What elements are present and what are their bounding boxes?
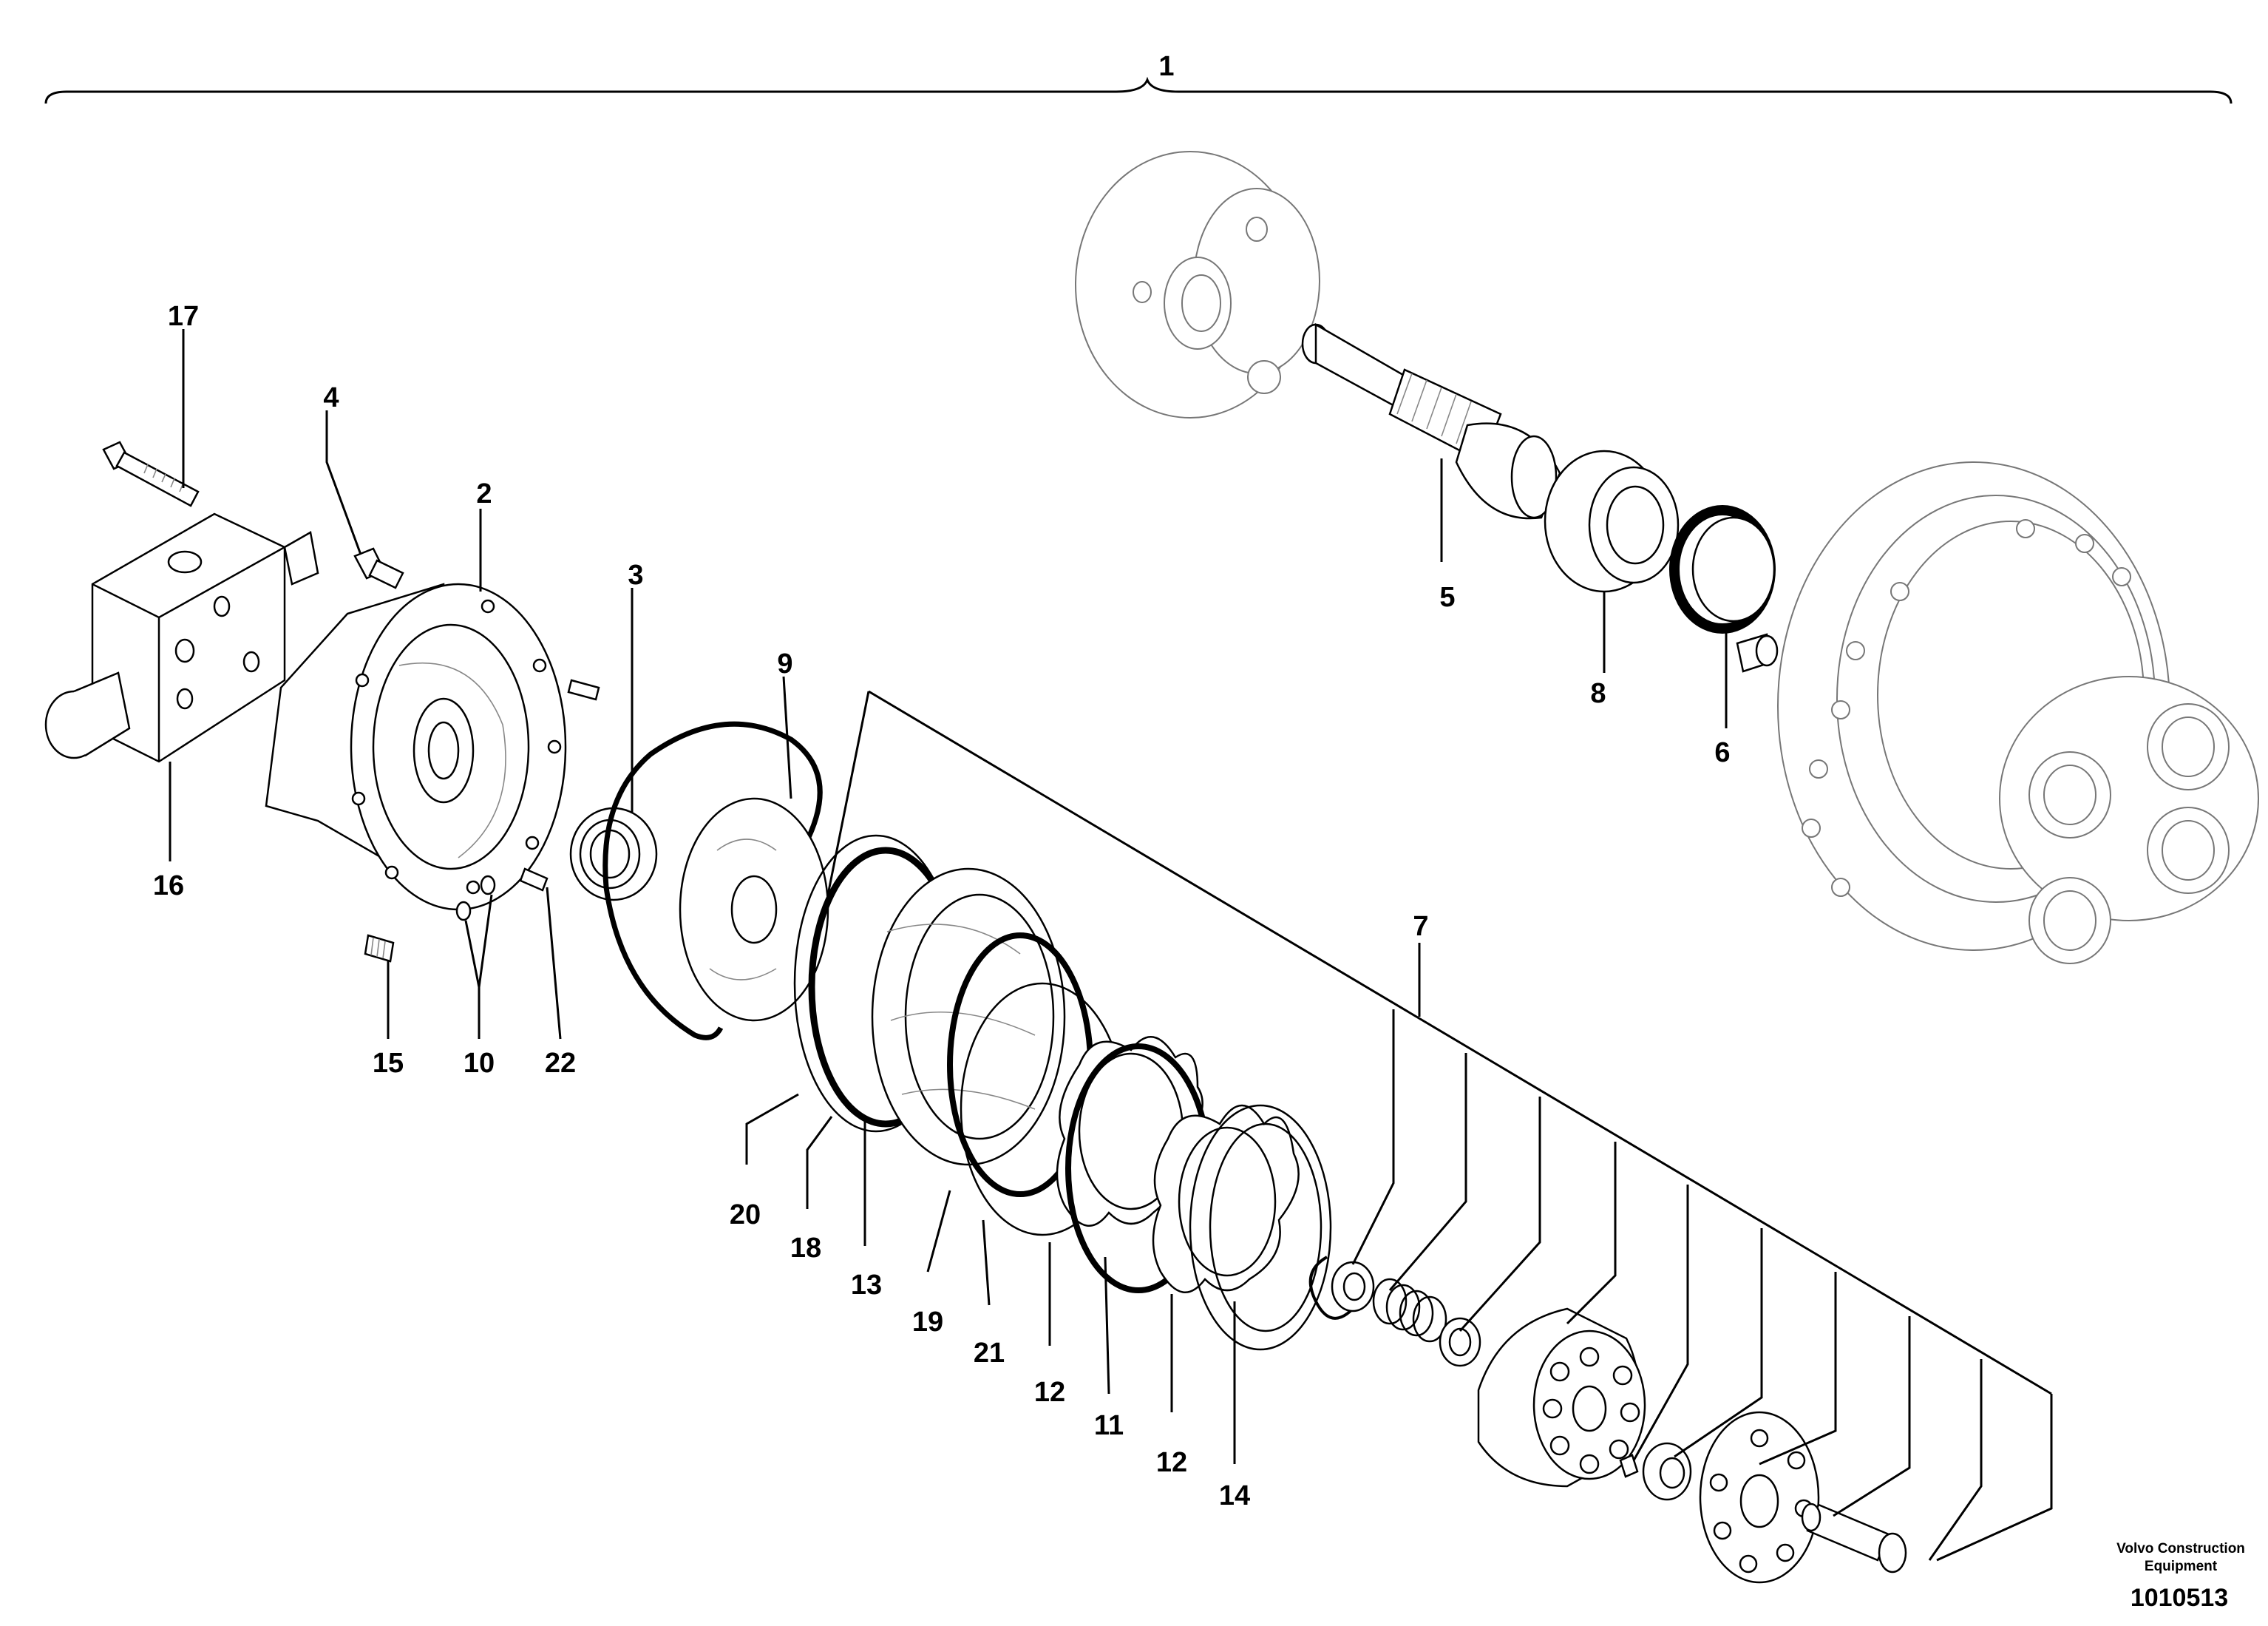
callout-15: 15 <box>373 1048 404 1079</box>
part-ring-9 <box>602 721 823 1040</box>
part-retainer-plate-7 <box>1699 1411 1820 1584</box>
callout-10: 10 <box>464 1048 495 1079</box>
callout-12b: 12 <box>1156 1447 1187 1478</box>
part-plug <box>1736 633 1779 673</box>
part-shaft-5 <box>1301 322 1561 520</box>
callout-19: 19 <box>912 1307 943 1338</box>
callout-14: 14 <box>1219 1480 1250 1511</box>
context-cover-plate <box>1075 151 1320 419</box>
callout-16: 16 <box>153 870 184 901</box>
part-bearing-3 <box>569 807 658 901</box>
callout-9: 9 <box>777 648 792 680</box>
part-spherical-bush-7 <box>1642 1442 1692 1501</box>
manufacturer-line2: Equipment <box>2145 1559 2218 1574</box>
part-cylinder-block-7 <box>1477 1307 1646 1488</box>
part-friction-plate-12b <box>1152 1104 1300 1293</box>
part-pins-22 <box>519 679 600 892</box>
part-plate-14 <box>1189 1104 1332 1351</box>
context-motor-housing <box>1777 461 2259 964</box>
part-brake-piston-13 <box>871 867 1066 1166</box>
part-orings-10 <box>455 875 496 921</box>
part-spring-7 <box>1372 1278 1447 1343</box>
callout-7: 7 <box>1413 911 1428 942</box>
part-housing-2 <box>265 583 567 911</box>
callout-13: 13 <box>851 1270 882 1301</box>
part-seal-6 <box>1669 505 1776 634</box>
callout-17: 17 <box>168 301 199 332</box>
part-bolt-4 <box>353 547 404 589</box>
part-spring-15 <box>364 934 395 963</box>
part-washer2-7 <box>1439 1317 1481 1367</box>
part-washer-7 <box>1331 1261 1375 1312</box>
manufacturer-line1: Volvo Construction <box>2116 1541 2245 1556</box>
callout-2: 2 <box>476 478 492 509</box>
part-bolt-17 <box>102 441 200 507</box>
part-snap-ring-7 <box>1308 1256 1354 1320</box>
callouts: 1 17 4 2 3 9 16 15 10 22 20 18 13 19 21 … <box>153 51 1731 1511</box>
callout-4: 4 <box>323 382 339 413</box>
part-pin-7 <box>1619 1454 1639 1478</box>
part-valve-plate-9 <box>679 797 829 1022</box>
assembly-bracket <box>44 76 2233 104</box>
part-valve-block-16 <box>44 512 319 763</box>
callout-1: 1 <box>1158 51 1174 82</box>
callout-18: 18 <box>790 1233 821 1264</box>
callout-12a: 12 <box>1034 1377 1065 1408</box>
part-bearing-8 <box>1544 450 1680 593</box>
callout-8: 8 <box>1590 678 1606 709</box>
callout-6: 6 <box>1714 737 1730 768</box>
document-number: 1010513 <box>2131 1584 2228 1612</box>
callout-21: 21 <box>974 1338 1005 1369</box>
callout-22: 22 <box>545 1048 576 1079</box>
callout-5: 5 <box>1439 582 1455 613</box>
part-piston-7 <box>1801 1503 1907 1574</box>
callout-20: 20 <box>730 1199 761 1230</box>
callout-11: 11 <box>1094 1410 1124 1441</box>
callout-3: 3 <box>628 560 643 591</box>
title-block: Volvo Construction Equipment 1010513 <box>2116 1541 2245 1612</box>
leader-lines <box>169 329 2053 1562</box>
